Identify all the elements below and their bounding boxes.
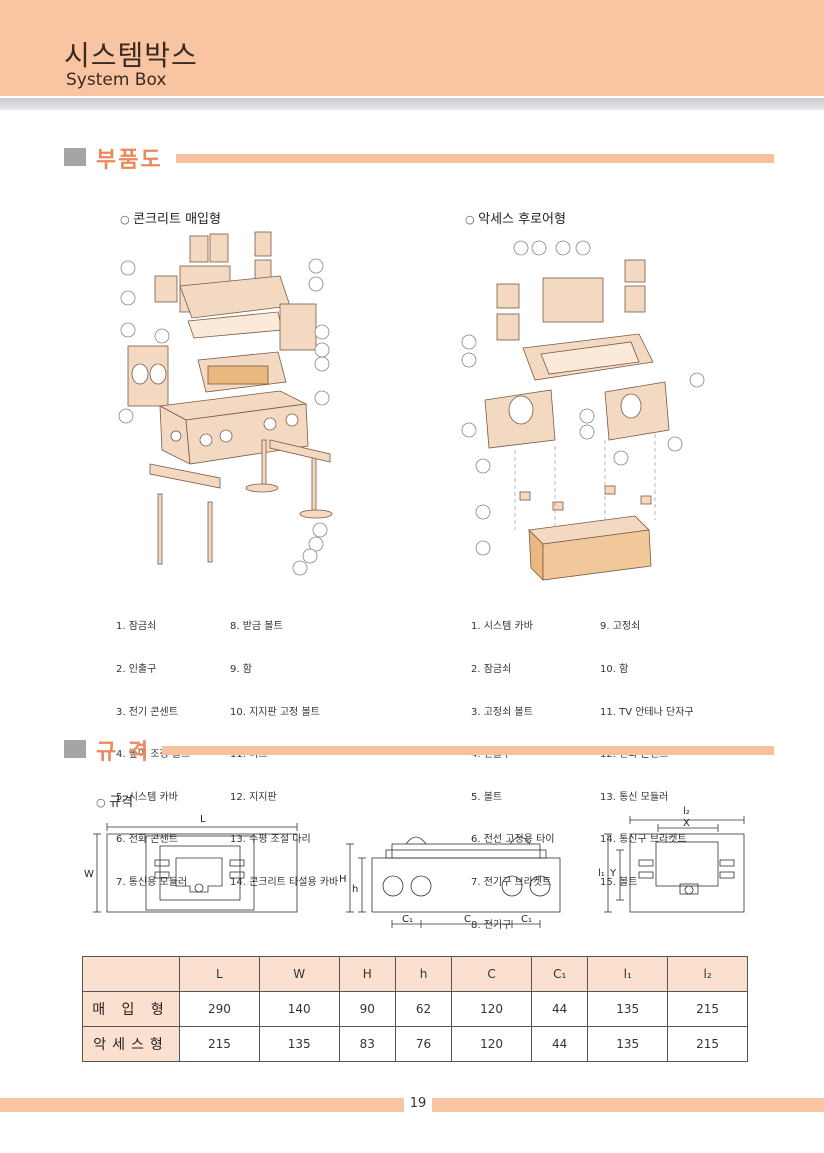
legend-item: 3. 전기 콘센트 [116, 706, 178, 718]
legend-item: 5. 볼트 [471, 791, 503, 803]
legend-item: 10. 함 [600, 664, 629, 676]
table-cell: 90 [338, 991, 396, 1027]
table-cell: 120 [451, 991, 533, 1027]
table-header-cell: h [394, 956, 453, 992]
page-header: 시스템박스 System Box [0, 0, 824, 96]
legend-item: 6. 전화 콘센트 [116, 834, 178, 846]
dim-l1-label: l₁ [598, 868, 605, 879]
footer-bar-right [432, 1098, 824, 1112]
legend-item: 2. 잠금쇠 [471, 664, 512, 676]
dim-H-label: H [339, 874, 347, 885]
table-cell: 83 [338, 1026, 396, 1062]
caption-access-floor-type: 악세스 후로어형 [465, 208, 566, 227]
table-cell: 140 [258, 991, 340, 1027]
caption-spec: 규격 [96, 791, 133, 810]
dim-h-label: h [352, 884, 358, 895]
page-number: 19 [409, 1096, 427, 1111]
table-cell: 135 [258, 1026, 340, 1062]
table-header-cell: H [338, 956, 396, 992]
page-title: 시스템박스 [64, 39, 198, 72]
legend-item: 9. 함 [230, 664, 252, 676]
section-parts-heading: 부품도 [64, 146, 774, 173]
table-cell: 215 [667, 1026, 748, 1062]
dim-l2-label: l₂ [683, 806, 690, 817]
table-header-cell: C₁ [531, 956, 589, 992]
legend-item: 13. 수평 조절 다리 [230, 834, 311, 846]
section-rule [162, 746, 774, 755]
section-spec-heading: 규 격 [64, 738, 774, 765]
legend-item: 7. 통신용 모듈러 [116, 877, 188, 889]
section-square-icon [64, 740, 86, 758]
table-row: 매 입 형 290 140 90 62 120 44 135 215 [82, 991, 748, 1027]
spec-table: L W H h C C₁ l₁ l₂ 매 입 형 290 140 90 62 1… [82, 956, 748, 1062]
table-cell: 76 [394, 1026, 453, 1062]
table-cell: 135 [587, 991, 669, 1027]
dim-C1-label: C₁ [521, 914, 532, 925]
table-cell: 44 [531, 1026, 589, 1062]
section-square-icon [64, 148, 86, 166]
legend-item: 6. 전선 고정용 타이 [471, 834, 555, 846]
table-header-cell: L [179, 956, 260, 992]
legend-concrete-a: 1. 잠금쇠 2. 인출구 3. 전기 콘센트 4. 높이 조정 볼트 5. 시… [116, 592, 190, 904]
legend-item: 13. 통신 모듈러 [600, 791, 669, 803]
dim-Y-label: Y [609, 868, 617, 879]
legend-item: 8. 전기구 [471, 919, 512, 931]
table-header-row: L W H h C C₁ l₁ l₂ [82, 956, 748, 992]
footer-bar-left [0, 1098, 404, 1112]
legend-item: 1. 시스템 카바 [471, 621, 533, 633]
legend-item: 9. 고정쇠 [600, 621, 641, 633]
table-cell: 215 [667, 991, 748, 1027]
legend-item: 3. 고정쇠 볼트 [471, 706, 533, 718]
table-header-cell: W [258, 956, 340, 992]
legend-item: 11. TV 안테나 단자구 [600, 706, 694, 718]
table-header-cell: l₂ [667, 956, 748, 992]
table-cell: 62 [394, 991, 453, 1027]
access-floor-type-exploded-drawing [461, 240, 705, 581]
legend-item: 1. 잠금쇠 [116, 621, 157, 633]
caption-concrete-type: 콘크리트 매입형 [120, 208, 221, 227]
dim-C1-label: C₁ [402, 914, 413, 925]
row-label: 매 입 형 [82, 991, 180, 1027]
legend-item: 8. 받금 볼트 [230, 621, 283, 633]
row-label: 악세스형 [82, 1026, 180, 1062]
table-row: 악세스형 215 135 83 76 120 44 135 215 [82, 1026, 748, 1062]
table-cell: 215 [179, 1026, 260, 1062]
table-cell: 290 [179, 991, 260, 1027]
dim-X-label: X [683, 818, 690, 829]
legend-item: 12. 지지판 [230, 791, 277, 803]
table-cell: 44 [531, 991, 589, 1027]
legend-item: 10. 지지판 고정 볼트 [230, 706, 320, 718]
concrete-type-exploded-drawing [118, 231, 333, 576]
dim-W-label: W [84, 869, 94, 880]
section-title: 부품도 [96, 148, 163, 173]
table-header-cell: l₁ [587, 956, 669, 992]
legend-item: 7. 전기구 브라켓트 [471, 877, 552, 889]
table-cell: 120 [451, 1026, 533, 1062]
legend-item: 14. 콘크리트 타설용 카바 [230, 877, 339, 889]
dim-C-label: C [464, 914, 471, 925]
dimension-drawings: L W H h C₁ C C₁ l₂ X l₁ Y [84, 806, 745, 928]
table-header-cell: C [451, 956, 533, 992]
page-subtitle: System Box [66, 70, 167, 90]
header-divider [0, 98, 824, 110]
section-title: 규 격 [96, 740, 151, 765]
table-header-cell [82, 956, 180, 992]
legend-item: 2. 인출구 [116, 664, 157, 676]
dim-L-label: L [200, 814, 206, 825]
section-rule [176, 154, 774, 163]
table-cell: 135 [587, 1026, 669, 1062]
